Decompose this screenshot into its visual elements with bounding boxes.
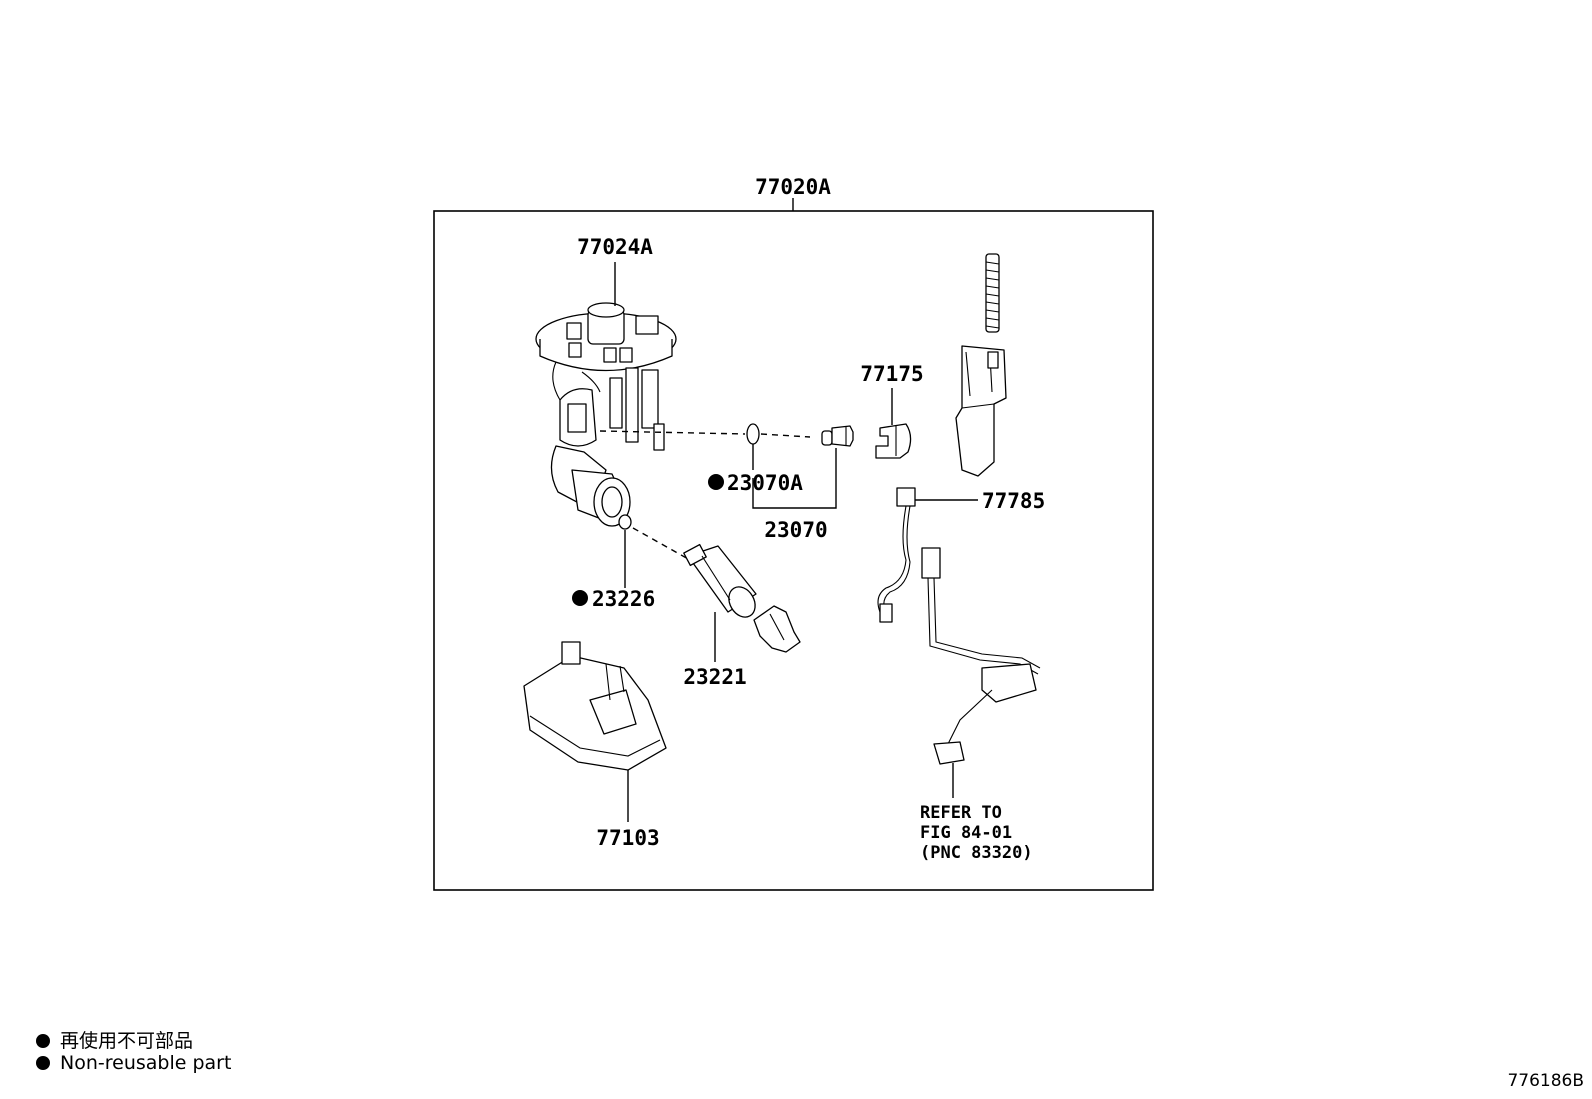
pump-clip-drawing [753, 605, 801, 653]
wire-77785-drawing [877, 487, 916, 623]
legend-english-text: Non-reusable part [60, 1052, 232, 1074]
assembly-label: 77020A [755, 175, 831, 199]
sender-harness-drawing [921, 547, 1041, 765]
label-23070: 23070 [764, 518, 827, 542]
bracket-77175-drawing [875, 423, 912, 459]
spring-drawing [985, 253, 1000, 333]
oring-23226-drawing [618, 514, 632, 530]
oring-23070A-drawing [746, 423, 760, 445]
non-reusable-marker-23070A [708, 474, 724, 490]
legend-japanese: 再使用不可部品 [36, 1026, 193, 1053]
bullet-icon [36, 1056, 50, 1070]
label-23226: 23226 [592, 587, 655, 611]
label-23070A: 23070A [727, 471, 803, 495]
legend-english: Non-reusable part [36, 1052, 231, 1074]
bullet-icon [36, 1034, 50, 1048]
figure-id: 776186B [1507, 1071, 1584, 1091]
sender-gauge-assembly-drawing [535, 302, 677, 527]
filter-23070-drawing [821, 425, 854, 447]
assembly-frame [433, 210, 1154, 891]
label-77024A: 77024A [577, 235, 653, 259]
non-reusable-marker-23226 [572, 590, 588, 606]
refer-note-line-2: FIG 84-01 [920, 823, 1012, 843]
legend-japanese-text: 再使用不可部品 [60, 1030, 194, 1052]
float-arm-plate-drawing [955, 345, 1007, 477]
label-77175: 77175 [860, 362, 923, 386]
suction-cup-77103-drawing [523, 641, 667, 771]
fuel-pump-23221-drawing [683, 543, 757, 618]
label-77785: 77785 [982, 489, 1045, 513]
refer-note-line-3: (PNC 83320) [920, 843, 1033, 863]
refer-note-line-1: REFER TO [920, 803, 1002, 823]
label-23221: 23221 [683, 665, 746, 689]
label-77103: 77103 [596, 826, 659, 850]
